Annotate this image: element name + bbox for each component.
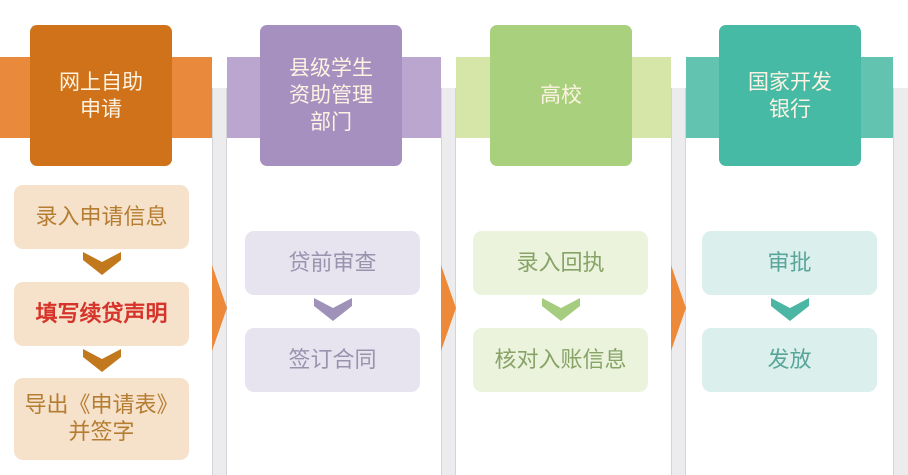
chevron-down-icon	[83, 252, 121, 275]
step-verify-account-info: 核对入账信息	[473, 328, 648, 392]
arrow-right-icon	[441, 265, 456, 351]
step-pre-loan-review: 贷前审查	[245, 231, 420, 295]
arrow-right-icon	[671, 265, 686, 351]
chevron-down-icon	[314, 298, 352, 321]
step-sign-contract: 签订合同	[245, 328, 420, 392]
chevron-down-icon	[542, 298, 580, 321]
arrow-right-icon	[212, 265, 227, 351]
step-enter-application-info: 录入申请信息	[14, 185, 189, 249]
step-approval: 审批	[702, 231, 877, 295]
step-fill-renewal-statement: 填写续贷声明	[14, 282, 189, 346]
step-disbursement: 发放	[702, 328, 877, 392]
chevron-down-icon	[771, 298, 809, 321]
column-header-county-office: 县级学生 资助管理 部门	[260, 25, 402, 166]
step-enter-receipt: 录入回执	[473, 231, 648, 295]
step-export-form-and-sign: 导出《申请表》 并签字	[14, 378, 189, 460]
column-separator	[893, 88, 908, 475]
column-header-online-application: 网上自助 申请	[30, 25, 172, 166]
column-header-university: 高校	[490, 25, 632, 166]
column-header-development-bank: 国家开发 银行	[719, 25, 861, 166]
chevron-down-icon	[83, 349, 121, 372]
